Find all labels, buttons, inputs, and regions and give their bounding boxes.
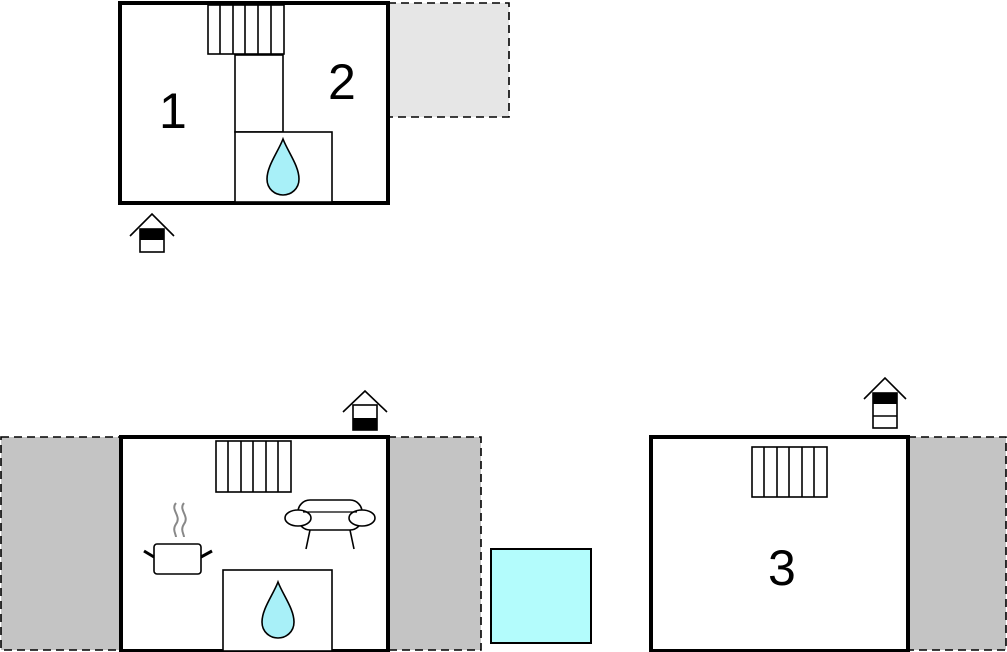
upper-terrace <box>387 2 510 118</box>
upper-hallway <box>234 54 284 133</box>
kitchen-pot-icon <box>143 502 213 575</box>
ground-floor <box>0 389 482 652</box>
sofa-icon <box>284 499 376 550</box>
floor-level-house-icon <box>342 389 388 431</box>
room-label-1: 1 <box>159 83 187 139</box>
stairs-icon <box>751 446 828 498</box>
stairs-icon <box>207 4 285 55</box>
annex: 3 <box>649 376 1007 652</box>
ground-left-terrace <box>0 436 122 651</box>
room-label-2: 2 <box>328 54 356 110</box>
ground-right-terrace <box>387 436 482 651</box>
stairs-icon <box>215 440 292 493</box>
pool <box>490 548 592 644</box>
upper-floor: 1 2 <box>118 1 510 253</box>
floor-level-house-icon <box>129 212 175 253</box>
annex-terrace <box>907 436 1007 651</box>
annex-outline <box>649 435 910 652</box>
water-drop-icon <box>261 579 295 639</box>
water-drop-icon <box>266 136 300 196</box>
room-label-3: 3 <box>768 540 796 596</box>
floor-level-house-icon <box>863 376 907 429</box>
